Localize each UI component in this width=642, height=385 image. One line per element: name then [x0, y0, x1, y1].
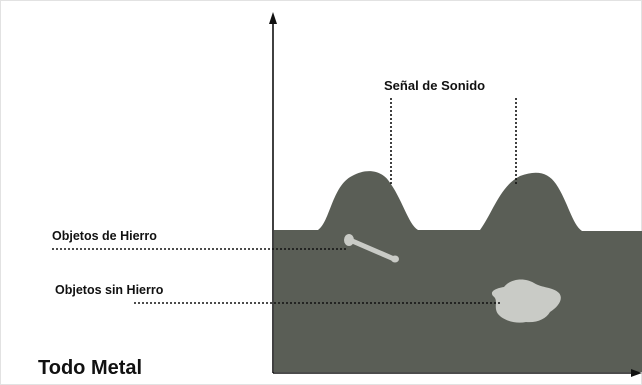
non-iron-object [491, 279, 561, 323]
mode-title: Todo Metal [38, 357, 143, 379]
x-axis [273, 369, 642, 377]
non-iron-objects-label: Objetos sin Hierro [55, 283, 164, 297]
x-axis-arrowhead [631, 369, 642, 377]
iron-objects-label: Objetos de Hierro [52, 229, 157, 243]
y-axis [269, 12, 277, 373]
signal-label: Señal de Sonido [384, 78, 486, 93]
y-axis-arrowhead [269, 12, 277, 24]
ground-signal-area [274, 171, 642, 372]
iron-object [344, 234, 399, 263]
